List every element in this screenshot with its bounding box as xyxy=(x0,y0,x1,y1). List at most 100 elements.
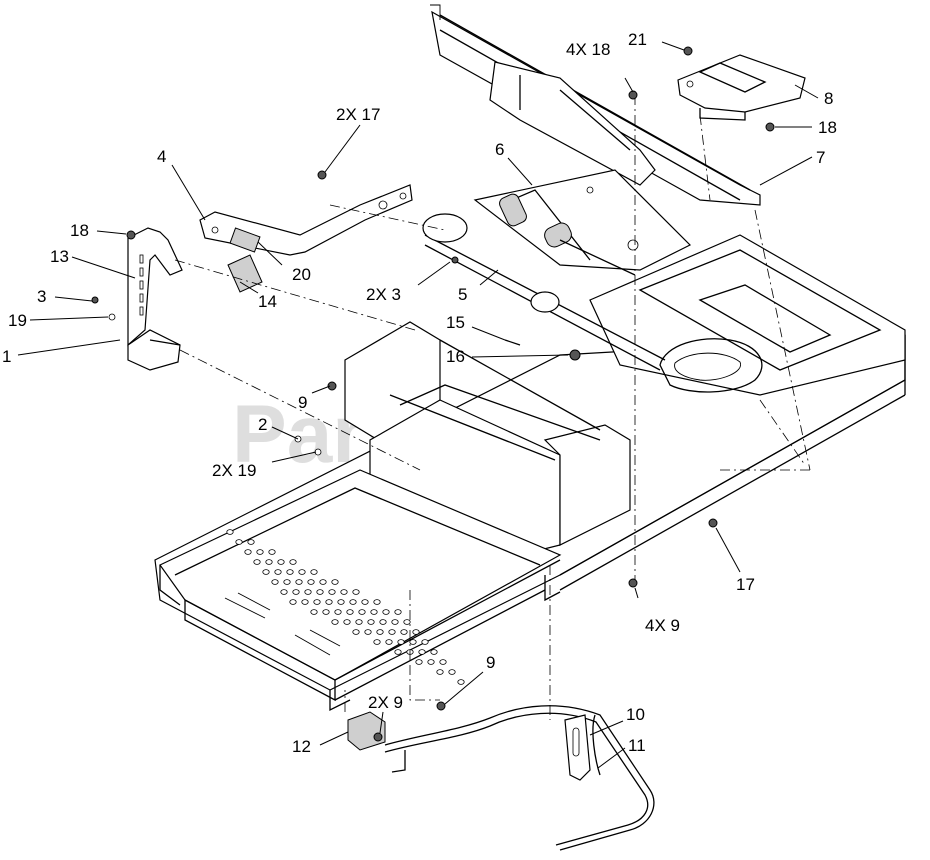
floor-hole xyxy=(367,619,375,625)
nut-17b-icon xyxy=(708,518,718,528)
floor-hole xyxy=(385,639,393,645)
floor-hole xyxy=(373,639,381,645)
floor-plate-holes xyxy=(226,529,465,685)
callout-17: 17 xyxy=(736,575,755,594)
floor-hole xyxy=(382,609,390,615)
floor-hole xyxy=(388,629,396,635)
floor-hole xyxy=(316,589,324,595)
callout-5: 5 xyxy=(458,285,467,304)
floor-hole xyxy=(346,609,354,615)
floor-hole xyxy=(364,629,372,635)
pin-15-icon xyxy=(504,339,521,346)
callout-4: 4 xyxy=(157,147,166,166)
floor-hole xyxy=(412,629,420,635)
fasteners xyxy=(91,46,775,742)
callout-15: 15 xyxy=(446,313,465,332)
plate-6 xyxy=(473,169,692,271)
nut-16-icon xyxy=(569,349,581,361)
floor-hole xyxy=(352,629,360,635)
callout-12: 12 xyxy=(292,737,311,756)
floor-hole xyxy=(358,609,366,615)
floor-hole xyxy=(319,579,327,585)
nut-2x9-icon xyxy=(373,732,383,742)
floor-hole xyxy=(397,639,405,645)
floor-hole xyxy=(370,609,378,615)
callout-8: 8 xyxy=(824,89,833,108)
floor-hole xyxy=(331,579,339,585)
floor-hole xyxy=(373,599,381,605)
callout-2x3: 2X 3 xyxy=(366,285,401,304)
nut-9-bottom-icon xyxy=(628,578,638,588)
nut-9-icon xyxy=(327,381,337,391)
floor-hole xyxy=(301,599,309,605)
leader-lines xyxy=(17,41,819,769)
floor-hole xyxy=(436,669,444,675)
floor-hole xyxy=(391,619,399,625)
floor-hole xyxy=(430,649,438,655)
floor-hole xyxy=(322,609,330,615)
floor-hole xyxy=(226,529,234,535)
floor-hole xyxy=(295,579,303,585)
floor-hole xyxy=(334,609,342,615)
floor-hole xyxy=(409,639,417,645)
floor-hole xyxy=(352,589,360,595)
floor-hole xyxy=(271,579,279,585)
callout-labels: 1 2 2X 19 3 2X 3 4 2X 17 5 6 7 8 9 9 2X … xyxy=(2,30,837,756)
floor-hole xyxy=(418,649,426,655)
floor-hole xyxy=(325,599,333,605)
floor-hole xyxy=(292,589,300,595)
floor-hole xyxy=(448,669,456,675)
floor-hole xyxy=(400,629,408,635)
callout-13: 13 xyxy=(50,247,69,266)
callout-2x9: 2X 9 xyxy=(368,693,403,712)
assembly-lines xyxy=(174,95,811,720)
floor-hole xyxy=(247,539,255,545)
bolt-18-icon xyxy=(126,230,136,240)
floor-hole xyxy=(328,589,336,595)
nut-9b-icon xyxy=(436,701,446,711)
floor-hole xyxy=(331,619,339,625)
floor-hole xyxy=(256,549,264,555)
washer-19-icon xyxy=(108,313,116,321)
callout-9a: 9 xyxy=(298,393,307,412)
floor-hole xyxy=(337,599,345,605)
floor-hole xyxy=(265,559,273,565)
spring-block-12 xyxy=(347,711,386,751)
floor-hole xyxy=(262,569,270,575)
callout-4x9: 4X 9 xyxy=(645,616,680,635)
bolt-3b-icon xyxy=(451,256,459,264)
callout-6: 6 xyxy=(495,140,504,159)
rear-support-bar xyxy=(430,4,761,206)
floor-hole xyxy=(457,679,465,685)
floor-hole xyxy=(394,649,402,655)
pivot-shaft xyxy=(422,189,666,371)
callout-2x17: 2X 17 xyxy=(336,105,380,124)
bolt-18b-icon xyxy=(765,122,775,132)
callout-11: 11 xyxy=(628,736,646,755)
floor-hole xyxy=(310,609,318,615)
pedal-bracket-10 xyxy=(564,714,591,781)
callout-18b: 18 xyxy=(818,118,837,137)
floor-hole xyxy=(286,569,294,575)
floor-hole xyxy=(280,589,288,595)
callout-2: 2 xyxy=(258,415,267,434)
callout-2x19: 2X 19 xyxy=(212,461,256,480)
callout-1: 1 xyxy=(2,347,11,366)
callout-3: 3 xyxy=(37,287,46,306)
floor-hole xyxy=(427,659,435,665)
control-rod-11 xyxy=(384,705,655,851)
floor-hole xyxy=(421,639,429,645)
floor-hole xyxy=(361,599,369,605)
floor-hole xyxy=(313,599,321,605)
floor-hole xyxy=(394,609,402,615)
floor-hole xyxy=(379,619,387,625)
floor-hole xyxy=(253,559,261,565)
floor-hole xyxy=(289,599,297,605)
floor-hole xyxy=(349,599,357,605)
floor-hole xyxy=(304,589,312,595)
floor-hole xyxy=(415,659,423,665)
floor-hole xyxy=(340,589,348,595)
callout-10: 10 xyxy=(626,705,645,724)
bracket-8 xyxy=(677,54,806,121)
